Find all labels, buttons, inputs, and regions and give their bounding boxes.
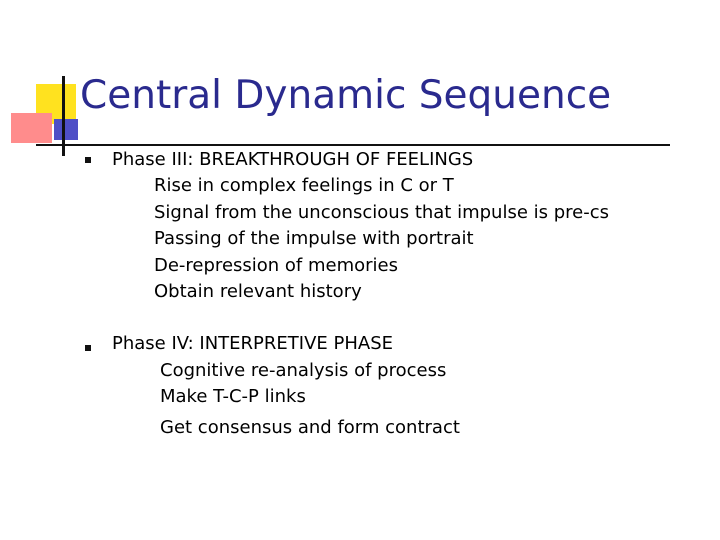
- logo-square-red: [11, 113, 52, 143]
- logo-vertical-line: [62, 76, 65, 156]
- slide-title: Central Dynamic Sequence: [80, 73, 612, 118]
- bullet-square-icon: [85, 345, 91, 351]
- bullet-square-icon: [85, 157, 91, 163]
- phase-3-line: De-repression of memories: [154, 255, 398, 276]
- phase-4-line: Cognitive re-analysis of process: [160, 360, 447, 381]
- phase-3-line: Passing of the impulse with portrait: [154, 228, 474, 249]
- logo-square-blue: [54, 119, 78, 140]
- phase-3-heading: Phase III: BREAKTHROUGH OF FEELINGS: [112, 149, 474, 170]
- title-underline: [36, 144, 670, 146]
- phase-3-line: Rise in complex feelings in C or T: [154, 175, 454, 196]
- phase-3-line: Signal from the unconscious that impulse…: [154, 202, 610, 223]
- phase-4-line: Get consensus and form contract: [160, 417, 460, 438]
- phase-3-line: Obtain relevant history: [154, 281, 362, 302]
- phase-4-line: Make T-C-P links: [160, 386, 306, 407]
- phase-4-heading: Phase IV: INTERPRETIVE PHASE: [112, 333, 394, 354]
